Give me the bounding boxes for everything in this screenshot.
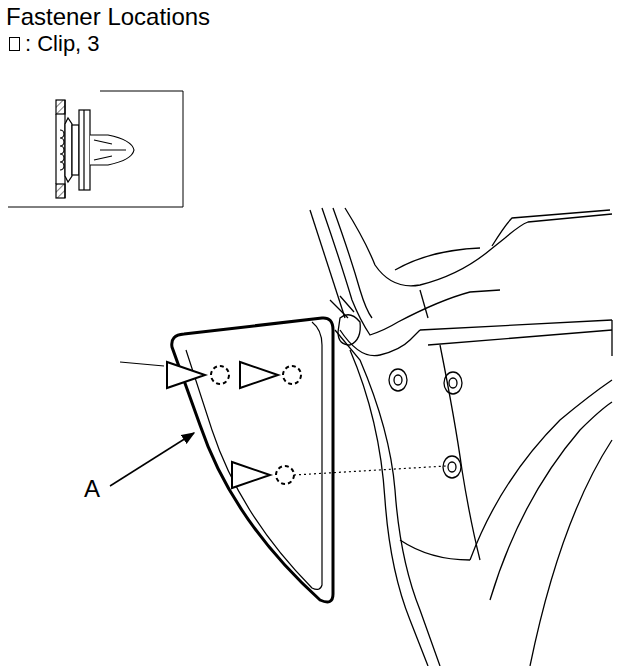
legend-swatch	[8, 34, 22, 54]
clip-section	[56, 100, 134, 198]
part-label: A	[84, 476, 100, 502]
legend-row: : Clip, 3	[8, 31, 100, 57]
inset-frame	[8, 91, 183, 207]
page-title: Fastener Locations	[6, 4, 210, 30]
vehicle-body	[310, 208, 612, 666]
clip-symbols	[167, 362, 301, 488]
leader-lines	[110, 362, 446, 486]
legend-text: : Clip, 3	[25, 31, 100, 57]
trim-panel	[172, 318, 333, 602]
